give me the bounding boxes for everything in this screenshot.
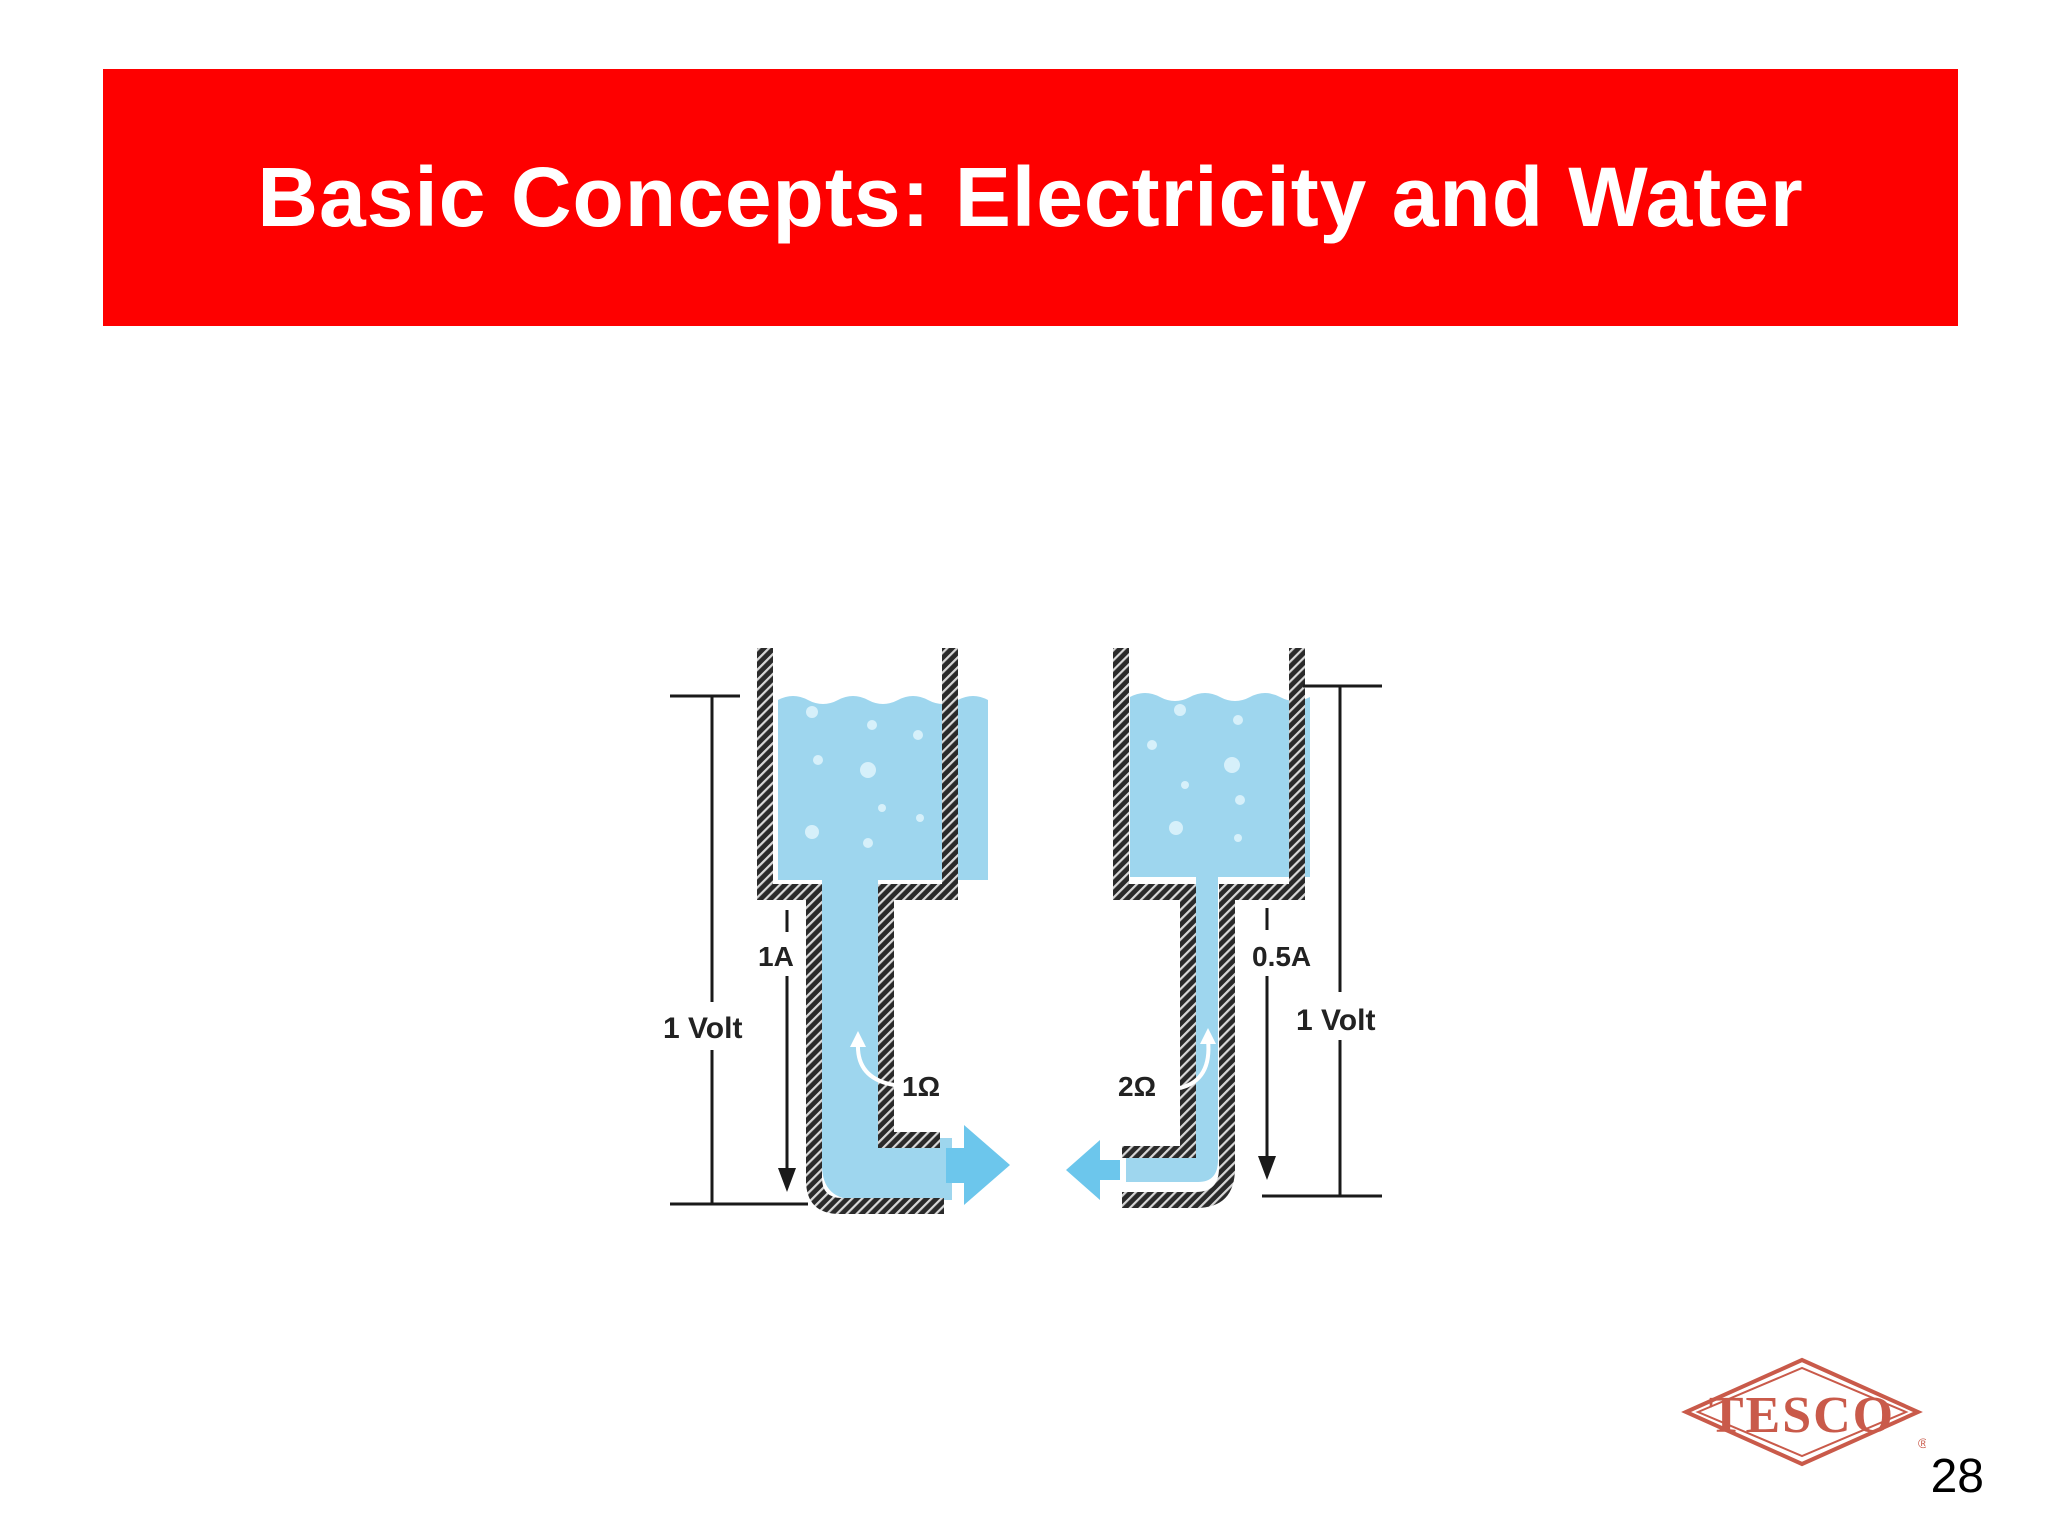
right-voltage-marker xyxy=(1262,684,1382,1198)
right-flow-arrow xyxy=(1066,1140,1120,1200)
left-current-arrowhead xyxy=(778,1168,796,1192)
right-resistance-label: 2Ω xyxy=(1118,1071,1156,1102)
slide-title: Basic Concepts: Electricity and Water xyxy=(257,150,1804,244)
title-bar: Basic Concepts: Electricity and Water xyxy=(103,69,1958,326)
left-flow-arrow xyxy=(946,1125,1010,1205)
page-number: 28 xyxy=(1930,1450,1984,1503)
left-bubbles xyxy=(805,706,924,848)
left-water xyxy=(778,696,988,1200)
tesco-logo: TESCO ® xyxy=(1681,1357,1926,1467)
logo-text: TESCO xyxy=(1709,1387,1895,1444)
right-resistance-arrow xyxy=(1179,1039,1211,1090)
right-current-arrowhead xyxy=(1258,1156,1276,1180)
left-tank xyxy=(757,648,1010,1214)
right-voltage-label: 1 Volt xyxy=(1296,1004,1375,1037)
left-resistance-label: 1Ω xyxy=(902,1071,940,1102)
right-current-label: 0.5A xyxy=(1252,941,1311,972)
left-voltage-marker xyxy=(670,694,808,1206)
right-water xyxy=(1126,693,1310,1182)
left-voltage-label: 1 Volt xyxy=(663,1012,742,1045)
logo-registered: ® xyxy=(1918,1435,1926,1451)
right-tank xyxy=(1066,648,1310,1208)
left-resistance-arrow xyxy=(855,1042,903,1088)
left-current-label: 1A xyxy=(758,941,794,972)
right-bubbles xyxy=(1147,704,1245,842)
